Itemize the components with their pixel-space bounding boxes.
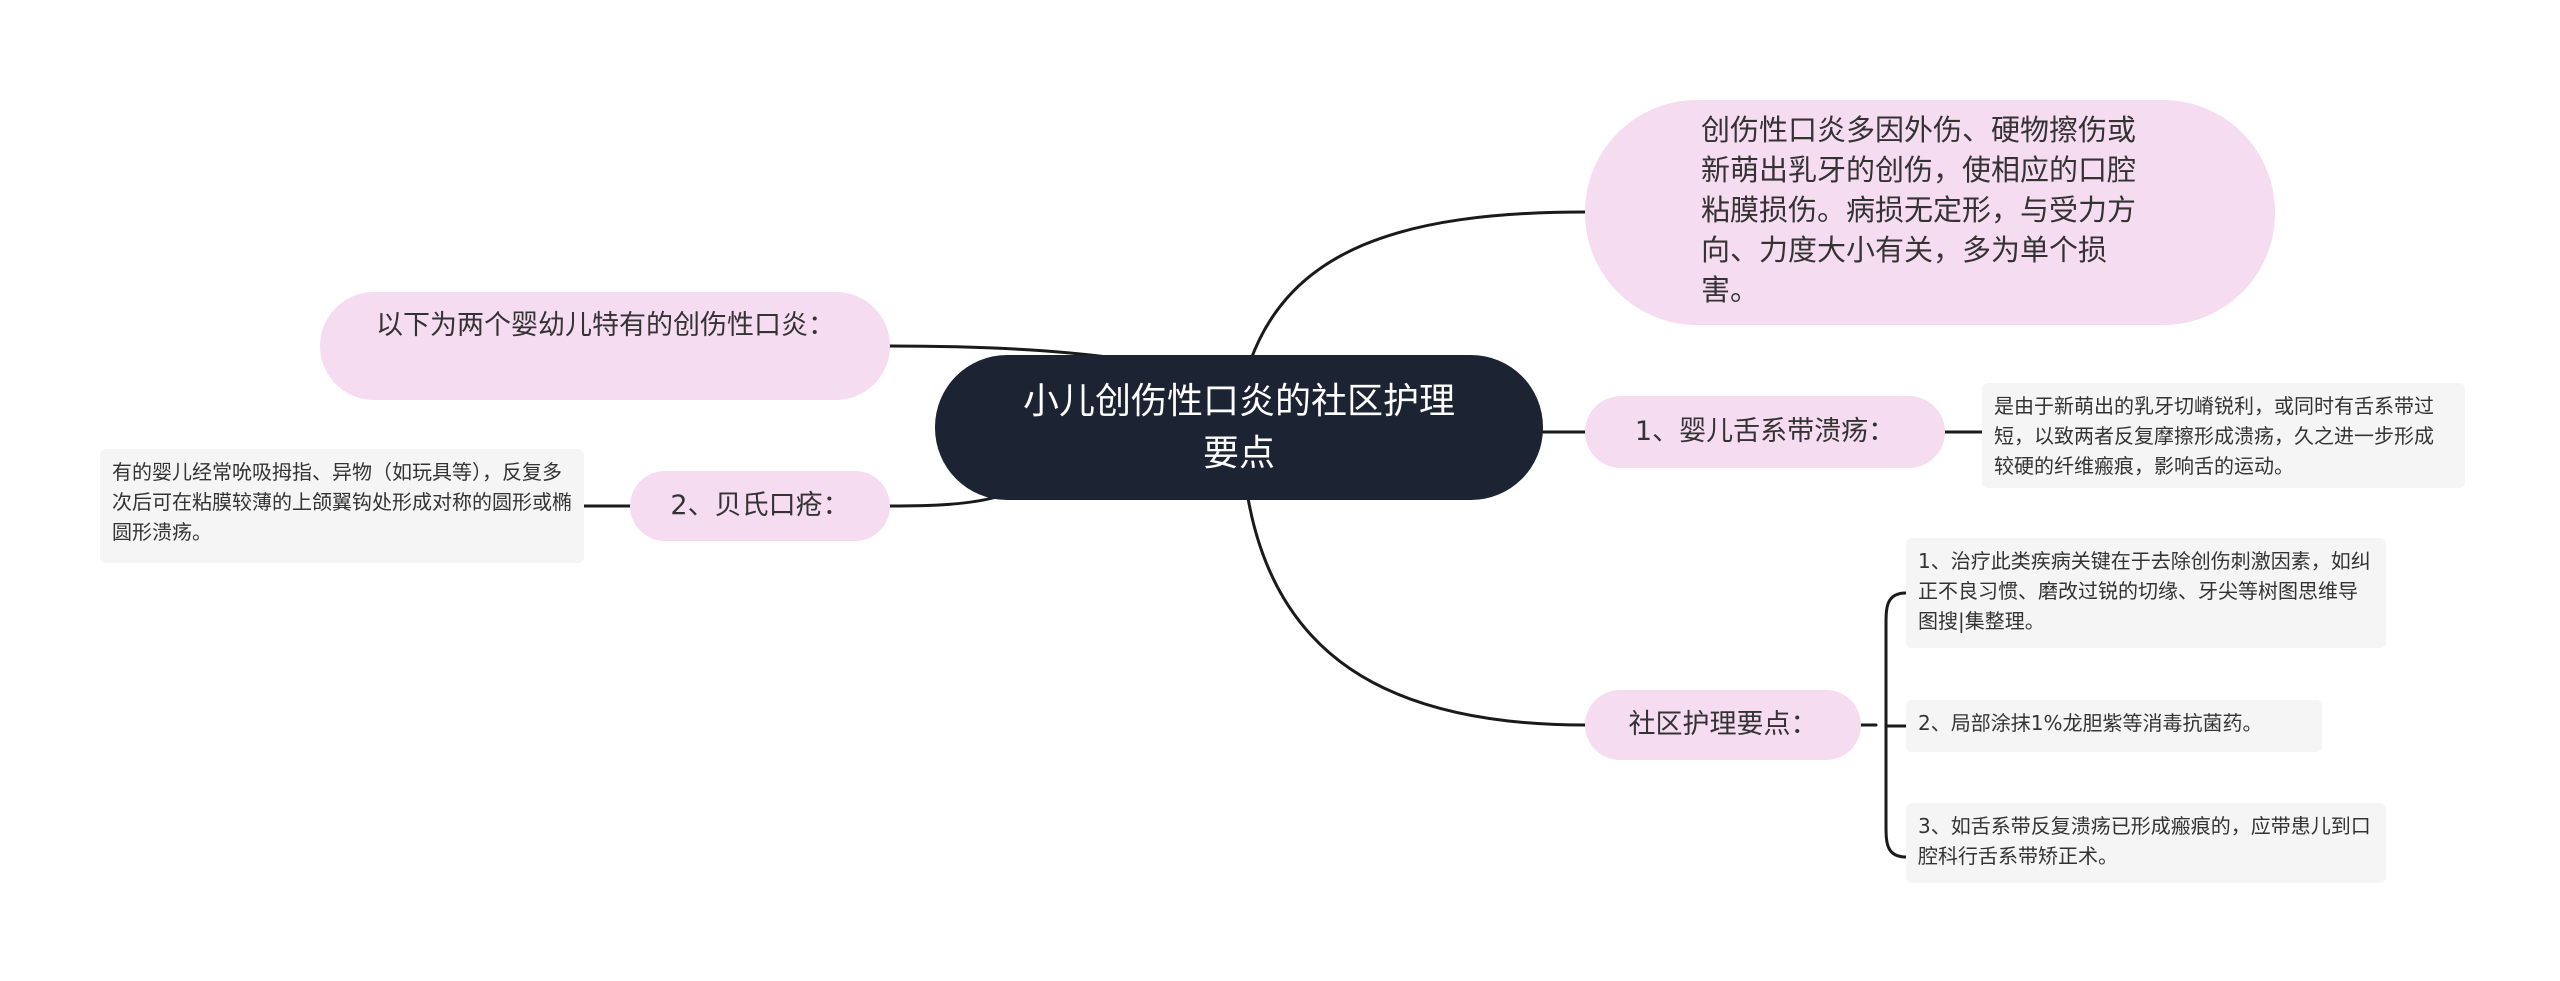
bednar-node[interactable]: 2、贝氏口疮：: [630, 471, 890, 541]
care-item-text: 2、局部涂抹1%龙胆紫等消毒抗菌药。: [1918, 711, 2263, 735]
central-topic-label: 小儿创伤性口炎的社区护理要点: [1022, 380, 1455, 474]
tongue-ulcer-detail-text: 是由于新萌出的乳牙切嵴锐利，或同时有舌系带过短，以致两者反复摩擦形成溃疡，久之进…: [1994, 394, 2434, 478]
care-item-text: 1、治疗此类疾病关键在于去除创伤刺激因素，如纠正不良习惯、磨改过锐的切缘、牙尖等…: [1918, 549, 2371, 633]
bednar-detail[interactable]: 有的婴儿经常吮吸拇指、异物（如玩具等），反复多次后可在粘膜较薄的上颌翼钩处形成对…: [100, 449, 584, 563]
description-node[interactable]: 创伤性口炎多因外伤、硬物擦伤或新萌出乳牙的创伤，使相应的口腔粘膜损伤。病损无定形…: [1585, 100, 2275, 325]
tongue-ulcer-detail[interactable]: 是由于新萌出的乳牙切嵴锐利，或同时有舌系带过短，以致两者反复摩擦形成溃疡，久之进…: [1982, 383, 2465, 488]
tongue-ulcer-node[interactable]: 1、婴儿舌系带溃疡：: [1585, 396, 1945, 468]
connector-care: [1246, 496, 1587, 727]
care-item[interactable]: 1、治疗此类疾病关键在于去除创伤刺激因素，如纠正不良习惯、磨改过锐的切缘、牙尖等…: [1906, 538, 2386, 648]
care-item-text: 3、如舌系带反复溃疡已形成瘢痕的，应带患儿到口腔科行舌系带矫正术。: [1918, 814, 2371, 868]
bednar-detail-text: 有的婴儿经常吮吸拇指、异物（如玩具等），反复多次后可在粘膜较薄的上颌翼钩处形成对…: [112, 460, 572, 544]
care-item[interactable]: 2、局部涂抹1%龙胆紫等消毒抗菌药。: [1906, 700, 2322, 752]
central-topic[interactable]: 小儿创伤性口炎的社区护理要点: [935, 355, 1543, 500]
connector-care-bracket: [1859, 591, 1908, 859]
connector-description: [1248, 210, 1587, 364]
description-text: 创伤性口炎多因外伤、硬物擦伤或新萌出乳牙的创伤，使相应的口腔粘膜损伤。病损无定形…: [1701, 113, 2137, 307]
care-label: 社区护理要点：: [1628, 709, 1818, 740]
bednar-label: 2、贝氏口疮：: [670, 490, 850, 521]
tongue-ulcer-label: 1、婴儿舌系带溃疡：: [1634, 416, 1896, 447]
intro-node[interactable]: 以下为两个婴幼儿特有的创伤性口炎：: [320, 292, 890, 400]
care-item[interactable]: 3、如舌系带反复溃疡已形成瘢痕的，应带患儿到口腔科行舌系带矫正术。: [1906, 803, 2386, 883]
intro-text: 以下为两个婴幼儿特有的创伤性口炎：: [376, 310, 835, 341]
care-node[interactable]: 社区护理要点：: [1585, 690, 1861, 760]
connector-intro: [888, 344, 1117, 360]
connector-bednar: [888, 494, 1002, 508]
